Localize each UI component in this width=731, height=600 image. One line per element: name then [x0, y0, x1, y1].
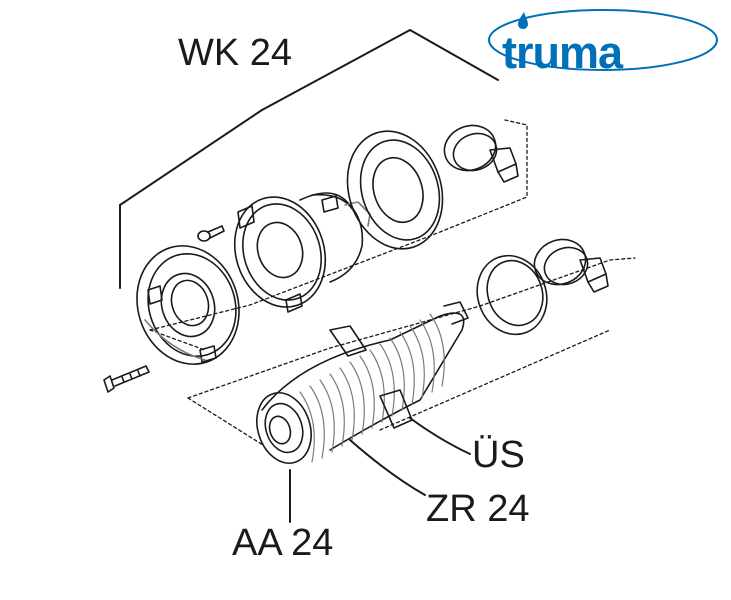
truma-logo: truma [486, 7, 720, 78]
small-screw [197, 225, 225, 242]
sealing-ring [346, 130, 444, 250]
logo-frame [488, 9, 718, 71]
pipe-clamp-ring [476, 254, 548, 336]
outer-cover-plate [136, 245, 240, 365]
label-aa-24: AA 24 [232, 522, 334, 564]
flange-adapter [233, 192, 371, 313]
label-us: ÜS [472, 434, 525, 476]
screw-long [103, 365, 150, 393]
logo-wordmark: truma [502, 27, 623, 78]
wk-bracket [119, 29, 499, 289]
leader-us [409, 417, 471, 455]
leader-zr [349, 439, 426, 496]
corrugated-pipe [256, 301, 469, 464]
assembly-outline-upper [149, 119, 528, 351]
label-wk-24: WK 24 [178, 32, 293, 74]
hose-clamp-lower [533, 238, 609, 293]
label-zr-24: ZR 24 [426, 488, 530, 530]
hose-clamp-upper [443, 124, 519, 183]
